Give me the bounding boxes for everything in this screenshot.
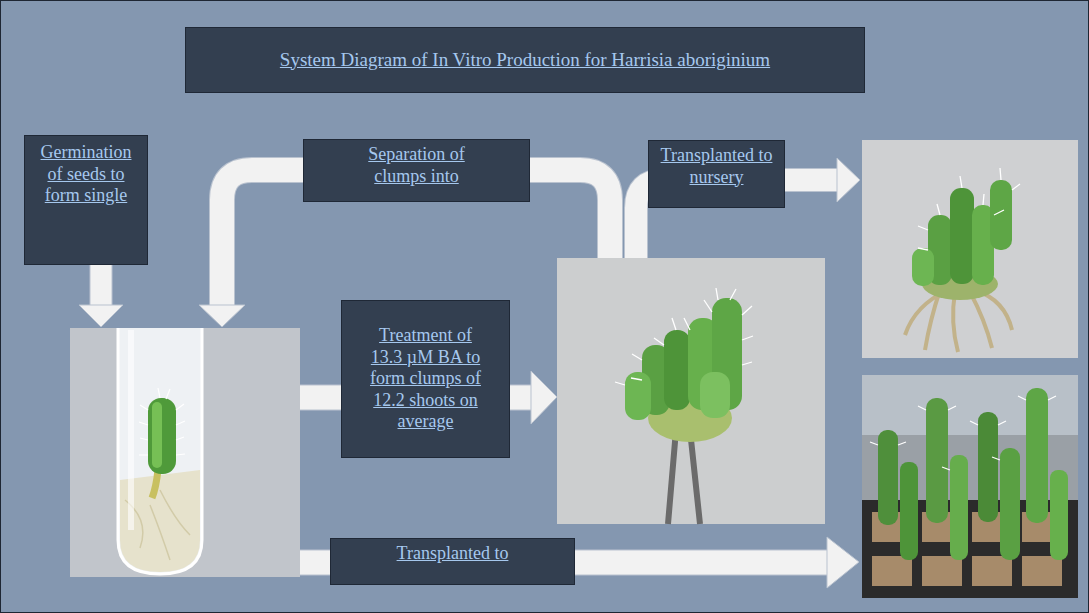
box-text: Transplanted to nursery [655, 145, 778, 188]
nursery-photo [862, 375, 1078, 598]
process-box: Separation of clumps into [303, 139, 530, 202]
box-text: Treatment of 13.3 µM BA to form clumps o… [364, 325, 487, 433]
process-box: Germination of seeds to form single [24, 135, 148, 265]
title-text: System Diagram of In Vitro Production fo… [280, 49, 770, 72]
process-box: Transplanted to nursery [648, 140, 785, 208]
block-arrows [79, 158, 860, 588]
box-text: Germination of seeds to form single [31, 142, 141, 207]
title-box: System Diagram of In Vitro Production fo… [185, 27, 865, 93]
tube-photo [70, 328, 300, 577]
process-box: Treatment of 13.3 µM BA to form clumps o… [341, 300, 510, 458]
rooted-clump-photo [862, 140, 1078, 358]
clump-photo [557, 258, 825, 524]
box-text: Transplanted to [397, 543, 509, 565]
box-text: Separation of clumps into [348, 144, 485, 187]
process-box: Transplanted to [330, 538, 575, 585]
